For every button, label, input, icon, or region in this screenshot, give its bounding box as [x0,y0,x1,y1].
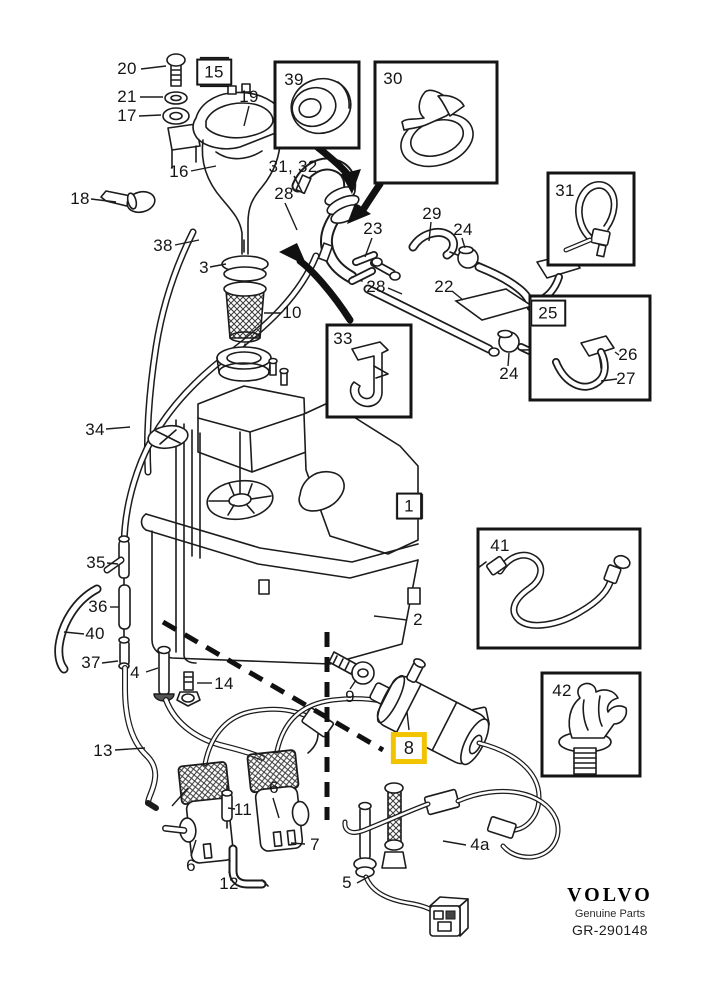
part-label-7[interactable]: 7 [310,835,320,855]
part-label-4[interactable]: 4 [130,663,140,683]
hose-13 [125,668,159,811]
part-label-15[interactable]: 15 [196,58,232,86]
harness-connector-block [429,896,469,937]
part-label-30[interactable]: 30 [383,69,403,89]
connector-11 [221,785,233,829]
part-label-40[interactable]: 40 [85,624,105,644]
part-label-37[interactable]: 37 [81,653,101,673]
part-label-2[interactable]: 2 [413,610,423,630]
bolt-14 [176,671,201,707]
part-label-27[interactable]: 27 [616,369,636,389]
part-label-18[interactable]: 18 [70,189,90,209]
screw-9 [328,651,375,685]
part-label-12[interactable]: 12 [219,874,239,894]
hose-clip-30 [400,89,474,168]
part-label-21[interactable]: 21 [117,87,137,107]
washer-21 [164,91,188,105]
part-label-42[interactable]: 42 [552,681,572,701]
cable-tie-31 [563,181,618,258]
harness-4a [345,788,558,857]
pin-18 [100,190,156,214]
y-connector-23 [348,251,401,285]
washer-pump-6-right [246,749,310,852]
screw-20 [166,53,186,87]
part-label-13[interactable]: 13 [93,741,113,761]
part-label-1[interactable]: 1 [396,492,422,520]
part-label-41[interactable]: 41 [490,536,510,556]
part-label-19[interactable]: 19 [239,87,259,107]
part-label-24[interactable]: 24 [453,220,473,240]
pump-8 [369,658,539,839]
callout-box-39 [273,60,361,150]
leader-lines [63,65,620,884]
part-label-9[interactable]: 9 [345,687,355,707]
callout-box-33 [325,323,413,419]
nozzle-26-hose-27 [556,335,615,387]
grommet-39 [290,77,352,135]
part-label-28[interactable]: 28 [274,184,294,204]
callout-box-42 [540,671,642,778]
tube-36 [118,577,131,637]
strainer-10 [223,281,267,353]
filler-neck-16 [201,129,282,255]
part-label-36[interactable]: 36 [88,597,108,617]
hook-clip-33 [349,341,389,408]
part-label-25[interactable]: 25 [530,299,566,327]
neck-seal [216,346,272,382]
part-label-31[interactable]: 31 [555,181,575,201]
part-label-29[interactable]: 29 [422,204,442,224]
part-label-22[interactable]: 22 [434,277,454,297]
callout-box-41 [476,527,642,650]
callout-box-31 [546,171,636,267]
part-label-14[interactable]: 14 [214,674,234,694]
part-label-17[interactable]: 17 [117,106,137,126]
part-label-5[interactable]: 5 [342,873,352,893]
brand-plate: VOLVO Genuine Parts GR-290148 [543,884,677,938]
drawing-number: GR-290148 [572,922,648,938]
part-label-6[interactable]: 6 [269,778,279,798]
part-label-34[interactable]: 34 [85,420,105,440]
hose-28-long [368,289,500,357]
part-label-24[interactable]: 24 [499,364,519,384]
part-label-4a[interactable]: 4a [470,835,490,855]
part-label-6[interactable]: 6 [186,856,196,876]
part-label-16[interactable]: 16 [169,162,189,182]
tube-4 [153,645,262,759]
part-label-11[interactable]: 11 [233,800,253,820]
part-label-39[interactable]: 39 [284,70,304,90]
part-label-31-32[interactable]: 31, 32 [268,157,318,177]
part-label-3[interactable]: 3 [199,258,209,278]
callout-box-30 [373,60,499,185]
check-valve-24a [449,245,487,269]
brand-logo: VOLVO [567,884,653,906]
hose-41 [477,554,631,626]
reservoir-tank [140,357,421,665]
filler-bracket [167,123,201,169]
elbow-12 [233,849,269,886]
stud-clip-42 [558,682,628,775]
part-label-20[interactable]: 20 [117,59,137,79]
grommet-17 [162,107,190,125]
part-label-38[interactable]: 38 [153,236,173,256]
brand-tagline: Genuine Parts [574,908,646,920]
highlighted-part-label-8[interactable]: 8 [390,732,428,764]
part-label-26[interactable]: 26 [618,345,638,365]
ring-3 [221,239,269,282]
part-label-35[interactable]: 35 [86,553,106,573]
part-label-33[interactable]: 33 [333,329,353,349]
level-sensor-5 [353,782,437,914]
dashed-guides [161,619,385,820]
part-label-10[interactable]: 10 [282,303,302,323]
part-label-28[interactable]: 28 [366,277,386,297]
part-label-23[interactable]: 23 [363,219,383,239]
